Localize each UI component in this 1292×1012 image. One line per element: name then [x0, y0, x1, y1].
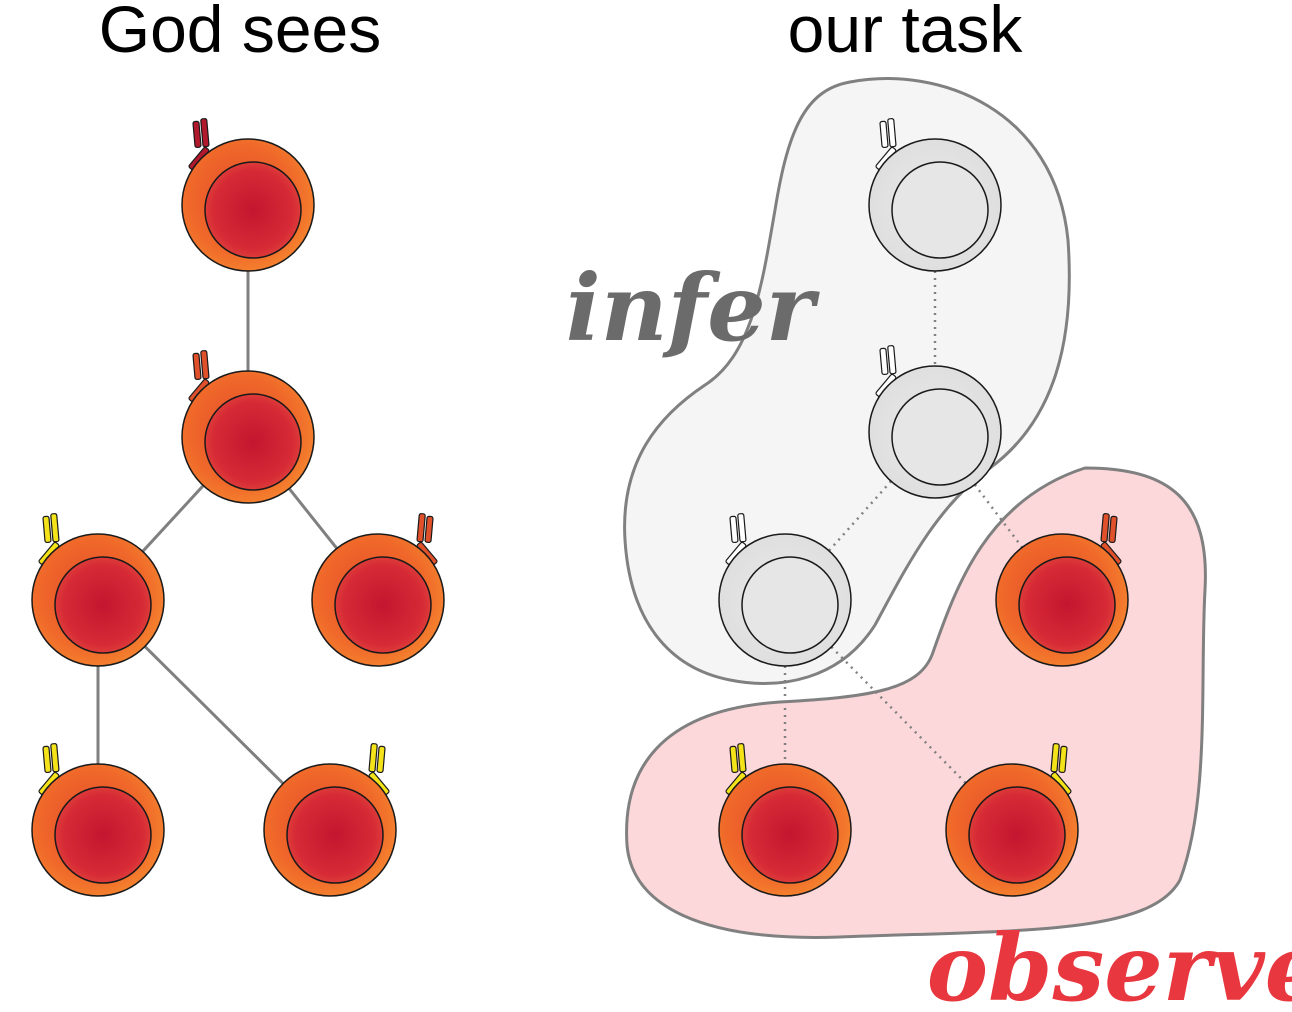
b-cell: [718, 743, 852, 897]
b-cell: [31, 513, 165, 667]
cell-nucleus: [204, 161, 302, 259]
right-panel-title: our task: [788, 0, 1024, 66]
b-cell: [311, 513, 445, 667]
cell-nucleus: [891, 388, 989, 486]
cell-nucleus: [968, 786, 1066, 884]
inferred-ancestor-cell: [868, 345, 1002, 499]
b-cell: [31, 743, 165, 897]
cells-layer: [31, 118, 1129, 897]
cell-nucleus: [741, 786, 839, 884]
inferred-ancestor-cell: [718, 513, 852, 667]
b-cell: [181, 118, 315, 272]
edges-layer: [96, 271, 1024, 785]
edge: [143, 645, 285, 785]
infer-label: infer: [566, 254, 821, 362]
cell-nucleus: [204, 393, 302, 491]
cell-nucleus: [1018, 556, 1116, 654]
cell-nucleus: [286, 786, 384, 884]
inferred-ancestor-cell: [868, 118, 1002, 272]
cell-nucleus: [741, 556, 839, 654]
cell-nucleus: [54, 786, 152, 884]
edge: [141, 484, 205, 553]
cell-nucleus: [891, 161, 989, 259]
b-cell: [945, 743, 1079, 897]
cell-nucleus: [54, 556, 152, 654]
b-cell: [995, 513, 1129, 667]
cell-nucleus: [334, 556, 432, 654]
observe-label: observe: [927, 914, 1292, 1012]
edge: [287, 487, 339, 550]
edge: [828, 480, 892, 552]
b-cell: [181, 350, 315, 504]
left-panel-title: God sees: [99, 0, 382, 66]
b-cell: [263, 743, 397, 897]
